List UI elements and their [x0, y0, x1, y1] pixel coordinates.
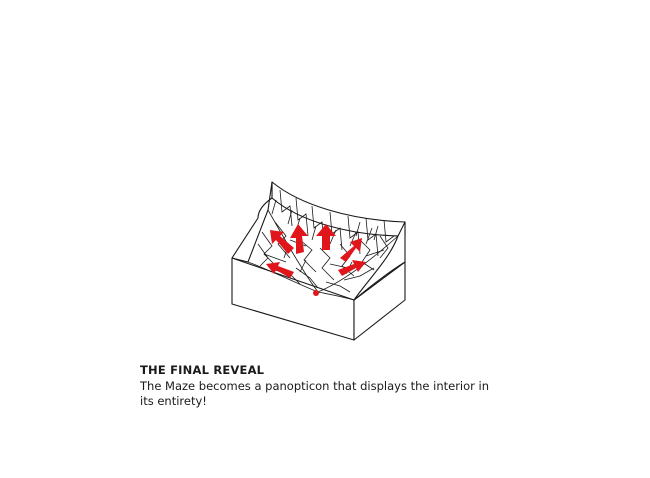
arrow-up-left [270, 230, 294, 254]
maze-bowl-outline [231, 181, 406, 341]
arrow-up-center [316, 224, 336, 250]
viewpoint-dot [313, 290, 319, 296]
arrow-up [290, 224, 308, 254]
caption-body: The Maze becomes a panopticon that displ… [140, 379, 490, 408]
caption: THE FINAL REVEAL The Maze becomes a pano… [140, 363, 560, 409]
front-left-face [231, 257, 355, 341]
caption-title: THE FINAL REVEAL [140, 363, 265, 377]
arrow-right [338, 260, 366, 276]
arrow-up-right [340, 238, 362, 262]
front-right-face [353, 261, 406, 341]
right-rim [353, 221, 406, 301]
arrow-left [266, 262, 294, 278]
view-arrows [266, 224, 366, 296]
left-inner-wall [231, 181, 273, 263]
